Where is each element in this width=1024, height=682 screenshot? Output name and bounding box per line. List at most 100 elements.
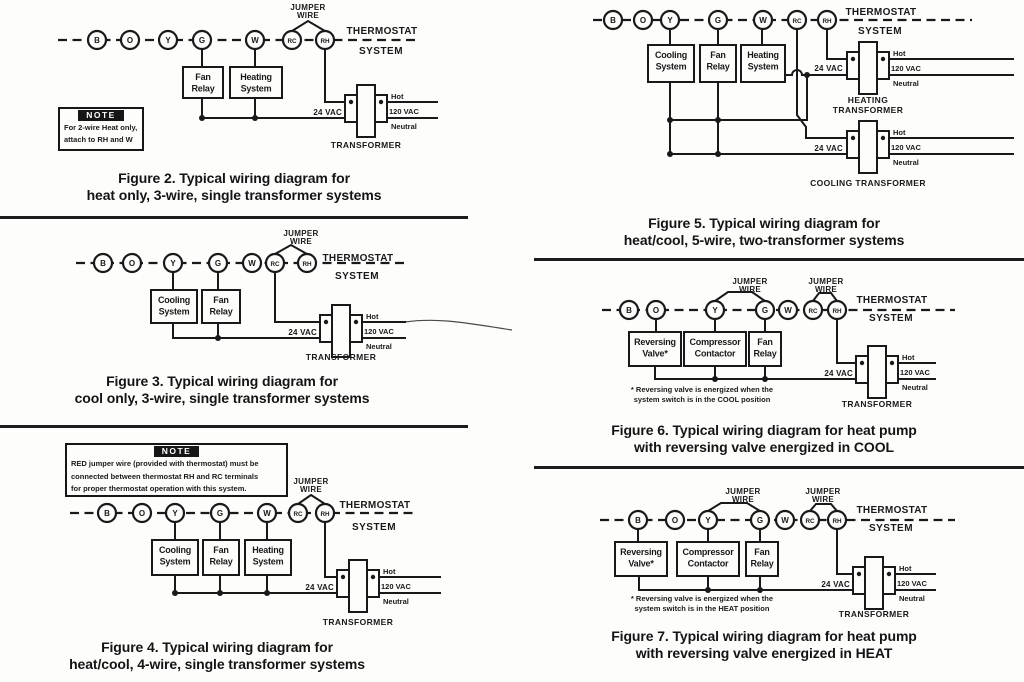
- device-box: [182, 66, 224, 99]
- footnote-line: system switch is in the COOL position: [633, 394, 771, 404]
- transformer-name: TRANSFORMER: [323, 617, 394, 627]
- terminal-label: RC: [805, 518, 815, 525]
- junction-dot: [215, 335, 221, 341]
- transformer-name: TRANSFORMER: [839, 609, 910, 619]
- caption-line: cool only, 3-wire, single transformer sy…: [74, 389, 370, 406]
- figure-3-caption: Figure 3. Typical wiring diagram for coo…: [42, 373, 402, 406]
- wire: [274, 271, 321, 323]
- terminal-B: [602, 9, 624, 31]
- jumper-wire-label: WIRE: [739, 285, 761, 294]
- figure-2-diagram: JUMPERWIRETHERMOSTATSYSTEMFanRelayHeatin…: [58, 3, 438, 150]
- wire: [324, 48, 346, 103]
- winding-dot: [340, 574, 346, 580]
- label-hot: Hot: [391, 92, 404, 101]
- transformer-name: TRANSFORMER: [833, 105, 904, 115]
- terminal-RH: [314, 29, 336, 51]
- device-box: [202, 539, 240, 576]
- terminal-label: RC: [792, 18, 802, 25]
- label-hot: Hot: [902, 353, 915, 362]
- terminal-RH: [816, 9, 838, 31]
- terminal-RC: [786, 9, 808, 31]
- device-label: System: [160, 557, 191, 567]
- terminal-RH: [826, 299, 848, 321]
- system-label: SYSTEM: [858, 26, 902, 37]
- device-box: [229, 66, 283, 99]
- junction-dot: [715, 151, 721, 157]
- terminal-O: [664, 509, 686, 531]
- device-label: Relay: [191, 84, 214, 94]
- device-label: Fan: [195, 72, 210, 82]
- device-label: Relay: [706, 62, 729, 72]
- note-line: for proper thermostat operation with thi…: [71, 484, 247, 493]
- label-24vac: 24 VAC: [821, 580, 850, 589]
- terminal-Y: [164, 502, 186, 524]
- terminal-label: B: [626, 306, 632, 315]
- terminal-RC: [799, 509, 821, 531]
- device-label: Fan: [213, 545, 228, 555]
- footnote-line: * Reversing valve is energized when the: [630, 385, 774, 394]
- jumper-wire-label: WIRE: [300, 485, 322, 494]
- terminal-label: Y: [667, 16, 673, 25]
- device-label: Contactor: [688, 559, 729, 569]
- winding-dot: [880, 135, 886, 141]
- thermostat-label: THERMOSTAT: [857, 505, 928, 516]
- note-box: NOTE For 2-wire Heat only, attach to RH …: [58, 107, 144, 151]
- terminal-Y: [659, 9, 681, 31]
- device-box: [647, 44, 695, 83]
- terminal-label: O: [139, 509, 145, 518]
- device-label: Cooling: [158, 295, 190, 305]
- terminal-label: O: [653, 306, 659, 315]
- system-label: SYSTEM: [869, 313, 913, 324]
- junction-dot: [757, 587, 763, 593]
- device-label: Heating: [747, 50, 779, 60]
- terminal-RC: [264, 252, 286, 274]
- terminal-O: [645, 299, 667, 321]
- jumper-wire-label: WIRE: [815, 285, 837, 294]
- terminal-label: RC: [270, 261, 280, 268]
- caption-line: Figure 3. Typical wiring diagram for: [106, 373, 338, 389]
- label-120vac: 120 VAC: [381, 582, 411, 591]
- terminal-label: RC: [808, 308, 818, 315]
- note-line: connected between thermostat RH and RC t…: [71, 471, 259, 481]
- terminal-G: [749, 509, 771, 531]
- footnote-line: * Reversing valve is energized when the: [630, 594, 774, 603]
- device-label: Relay: [209, 557, 232, 567]
- caption-line: heat/cool, 5-wire, two-transformer syste…: [623, 231, 905, 248]
- terminal-W: [774, 509, 796, 531]
- label-24vac: 24 VAC: [313, 108, 342, 117]
- label-24vac: 24 VAC: [288, 328, 317, 337]
- terminal-G: [754, 299, 776, 321]
- transformer-winding: [876, 130, 890, 159]
- caption-line: with reversing valve energized in COOL: [634, 438, 894, 455]
- terminal-label: RH: [832, 308, 842, 315]
- terminal-RC: [287, 502, 309, 524]
- terminal-B: [618, 299, 640, 321]
- jumper-wire-line: [291, 19, 326, 32]
- terminal-B: [96, 502, 118, 524]
- label-hot: Hot: [893, 49, 906, 58]
- terminal-label: B: [94, 36, 100, 45]
- terminal-W: [752, 9, 774, 31]
- device-label: Heating: [252, 545, 284, 555]
- note-title: NOTE: [153, 446, 200, 457]
- terminal-O: [131, 502, 153, 524]
- device-box: [699, 44, 737, 83]
- device-label: Heating: [240, 72, 272, 82]
- winding-dot: [859, 360, 865, 366]
- transformer-core: [858, 41, 878, 95]
- device-label: Valve*: [628, 559, 654, 569]
- device-label: System: [159, 307, 190, 317]
- label-24vac: 24 VAC: [305, 583, 334, 592]
- winding-dot: [889, 360, 895, 366]
- label-120vac: 120 VAC: [900, 368, 930, 377]
- terminal-B: [86, 29, 108, 51]
- caption-line: Figure 4. Typical wiring diagram for: [101, 639, 333, 655]
- winding-dot: [370, 574, 376, 580]
- terminal-O: [632, 9, 654, 31]
- junction-dot: [804, 72, 810, 78]
- wire: [836, 528, 854, 575]
- jumper-wire-label: JUMPER: [283, 229, 318, 238]
- device-label: Relay: [750, 559, 773, 569]
- device-label: Compressor: [682, 547, 734, 557]
- terminal-RC: [802, 299, 824, 321]
